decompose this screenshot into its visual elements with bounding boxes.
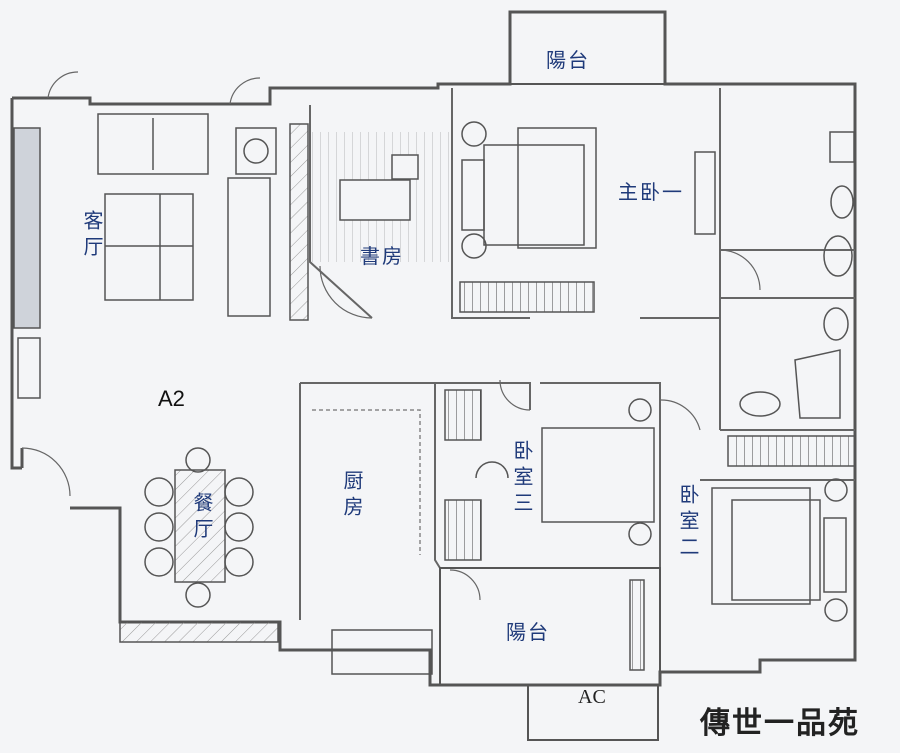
study-label: 書房 — [360, 244, 404, 268]
kitchen-label: 厨房 — [340, 470, 364, 522]
dining-furniture — [119, 447, 279, 643]
master-bedroom-furniture — [459, 121, 716, 313]
kitchen-counter — [312, 409, 421, 555]
project-name-label: 傳世一品苑 — [700, 706, 860, 741]
unit-code-label: A2 — [158, 386, 185, 411]
bedroom-3-label: 卧室三 — [510, 440, 534, 518]
wall-unit-left — [17, 337, 41, 399]
balcony-top-label: 陽台 — [546, 48, 590, 72]
study-chair — [391, 154, 419, 180]
balcony-bottom-label: 陽台 — [506, 620, 550, 644]
kitchen-cabinet — [331, 629, 433, 675]
study-desk — [339, 179, 411, 221]
ac-unit — [527, 684, 659, 741]
window-left — [13, 127, 41, 329]
master-bedroom-label: 主卧一 — [618, 180, 684, 204]
bathroom-fixtures — [727, 131, 856, 467]
bedroom-2-furniture — [629, 478, 848, 671]
ac-label: AC — [578, 686, 606, 708]
tv-cabinet — [289, 123, 309, 321]
balcony-top — [509, 11, 666, 85]
living-room-furniture — [97, 113, 277, 317]
living-room-label: 客厅 — [80, 210, 104, 262]
exterior-walls — [10, 10, 857, 687]
bedroom-3-furniture — [444, 389, 655, 561]
balcony-bottom — [439, 567, 661, 686]
dining-room-label: 餐厅 — [190, 492, 214, 544]
bedroom-2-label: 卧室二 — [676, 484, 700, 562]
door-swings — [21, 71, 761, 601]
